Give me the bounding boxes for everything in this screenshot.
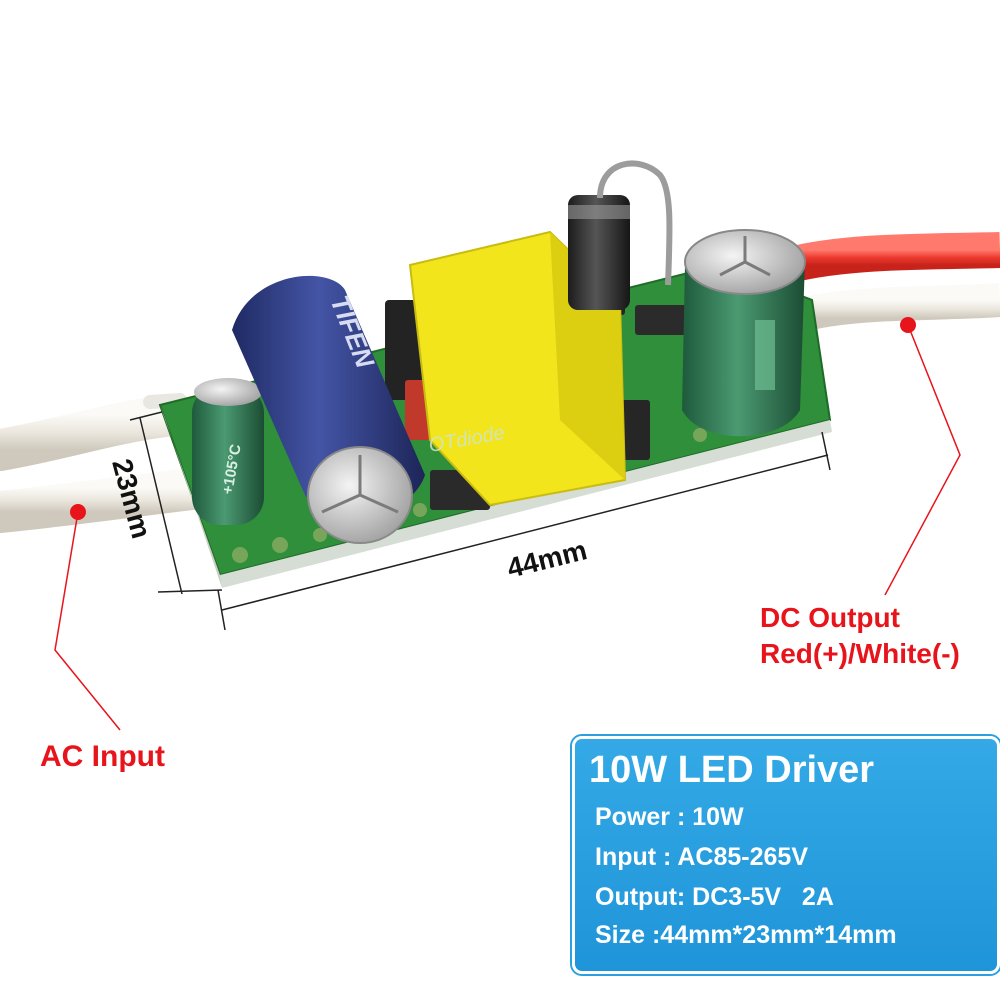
- spec-panel: 10W LED Driver Power : 10W Input : AC85-…: [572, 736, 1000, 974]
- width-dimension-label: 44mm: [504, 534, 590, 584]
- dc-output-polarity: Red(+)/White(-): [760, 638, 960, 669]
- output-capacitor: [682, 229, 806, 437]
- ac-input-label: AC Input: [40, 740, 165, 773]
- spec-output: Output: DC3-5V 2A: [595, 883, 834, 911]
- dc-output-marker: [900, 317, 916, 333]
- dc-output-wires: [785, 232, 1000, 335]
- spec-size: Size :44mm*23mm*14mm: [595, 921, 897, 949]
- callout-lines: [54, 317, 961, 731]
- diode: [568, 160, 673, 310]
- large-blue-capacitor: TIFEN: [232, 275, 425, 544]
- dc-output-label: DC Output Red(+)/White(-): [760, 600, 960, 672]
- dc-output-title: DC Output: [760, 602, 900, 633]
- spec-input: Input : AC85-265V: [595, 843, 809, 871]
- small-green-capacitor: +105°C: [192, 378, 264, 525]
- ac-input-marker: [70, 504, 86, 520]
- spec-title: 10W LED Driver: [589, 749, 875, 791]
- spec-power: Power : 10W: [595, 803, 744, 831]
